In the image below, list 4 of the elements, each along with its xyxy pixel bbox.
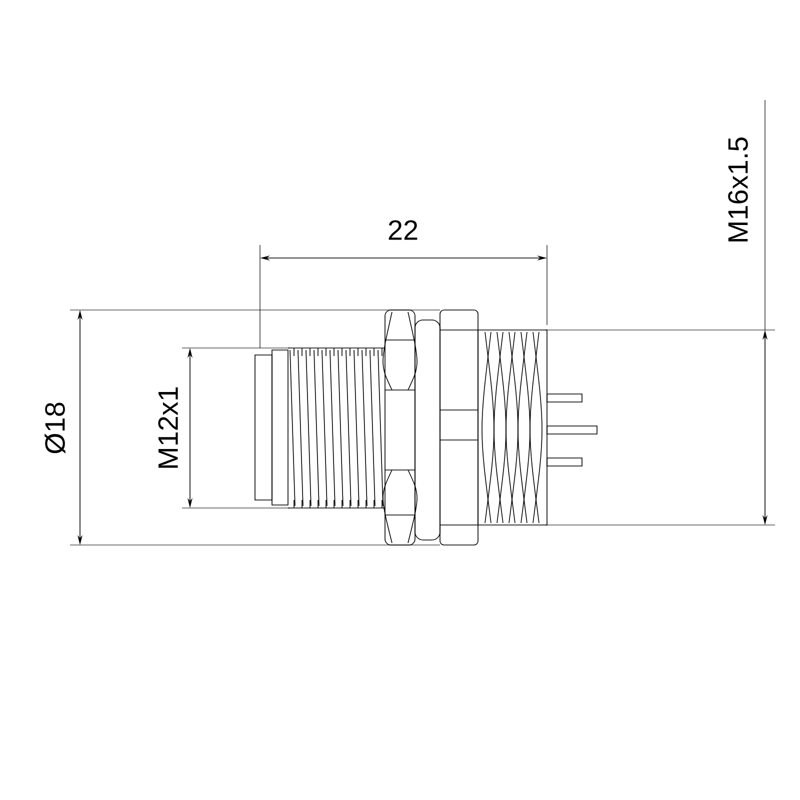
dimension-label: Ø18 xyxy=(44,402,66,454)
dimension-label: M16x1.5 xyxy=(728,137,748,242)
dimension-label: M12x1 xyxy=(158,387,178,468)
dimension-label: 22 xyxy=(388,220,418,240)
